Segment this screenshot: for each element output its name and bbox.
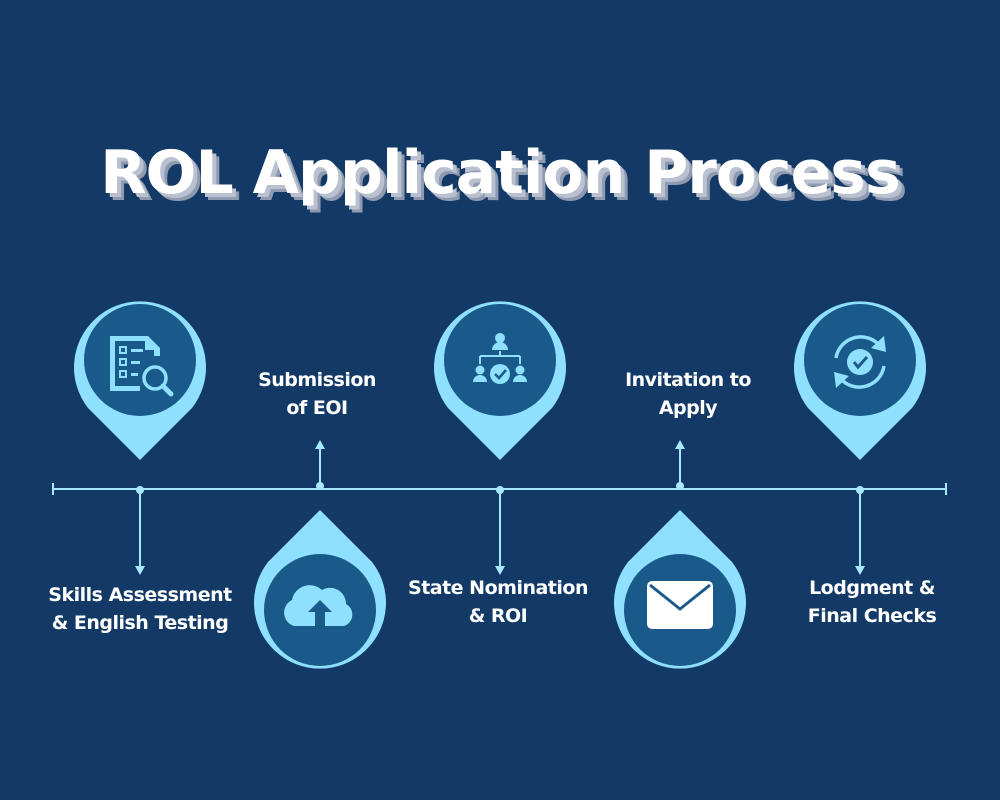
envelope-icon <box>647 581 713 629</box>
pin-step-5 <box>794 301 927 460</box>
arrow-down-step-5 <box>855 492 865 575</box>
connector-arrows <box>135 440 865 575</box>
pin-step-1 <box>74 301 207 460</box>
step-5-label: Lodgment & Final Checks <box>807 577 937 627</box>
pin-step-2 <box>254 510 386 669</box>
step-4-label: Invitation to Apply <box>625 369 751 419</box>
network-approval-icon <box>473 333 527 384</box>
step-3-label: State Nomination & ROI <box>408 577 588 627</box>
pin-step-3 <box>434 301 566 460</box>
step-2-label: Submission of EOI <box>258 369 376 419</box>
timeline <box>52 482 947 495</box>
arrow-up-step-2 <box>315 440 325 484</box>
arrow-up-step-4 <box>675 440 685 484</box>
checklist-search-icon <box>110 336 174 397</box>
step-1-label: Skills Assessment & English Testing <box>48 584 232 634</box>
cloud-upload-icon <box>284 585 353 626</box>
pin-step-4 <box>613 510 746 669</box>
refresh-check-icon <box>834 335 886 389</box>
arrow-down-step-3 <box>495 492 505 575</box>
page-title: ROL Application Process <box>100 138 900 208</box>
arrow-down-step-1 <box>135 492 145 575</box>
